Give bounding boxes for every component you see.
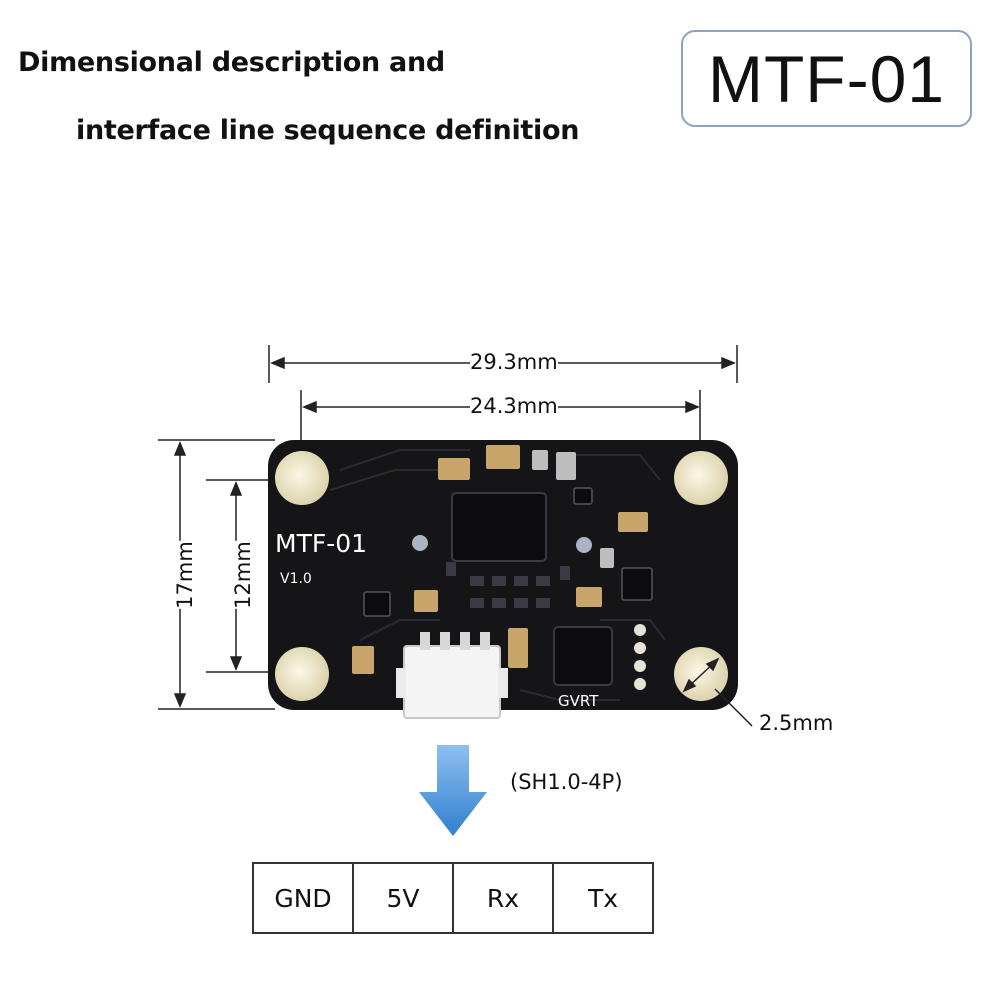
label-hole-diameter: 2.5mm (759, 711, 834, 735)
label-hole-spacing-y: 12mm (230, 541, 255, 609)
heading-line-2: interface line sequence definition (76, 115, 580, 146)
pin-3-label: Rx (452, 862, 554, 934)
label-hole-spacing-x: 24.3mm (470, 394, 558, 418)
heading-line-1: Dimensional description and (18, 47, 445, 78)
label-overall-height: 17mm (172, 541, 197, 609)
board-silk-version: V1.0 (280, 571, 312, 587)
model-title: MTF-01 (708, 41, 945, 116)
main-ic-chip (451, 492, 547, 562)
sh1-connector (403, 645, 501, 719)
board-silk-model: MTF-01 (275, 529, 367, 558)
pin-1-label: GND (252, 862, 354, 934)
board-silk-brand: GVRT (558, 692, 599, 710)
pinout-row: GND 5V Rx Tx (252, 862, 654, 934)
sensor-chip (553, 626, 613, 686)
model-title-box: MTF-01 (681, 30, 972, 127)
pin-2-label: 5V (352, 862, 454, 934)
pin-4-label: Tx (552, 862, 654, 934)
label-overall-width: 29.3mm (470, 350, 558, 374)
connector-arrow (419, 745, 487, 836)
pinout-table: GND 5V Rx Tx (252, 862, 654, 934)
mounting-hole-top-right (674, 451, 728, 505)
mounting-hole-top-left (275, 451, 329, 505)
pcb-board: MTF-01 V1.0 GVRT (268, 440, 738, 719)
dimension-hole-diameter (682, 657, 753, 727)
mounting-hole-bottom-left (275, 647, 329, 701)
connector-type-label: (SH1.0-4P) (510, 770, 623, 794)
